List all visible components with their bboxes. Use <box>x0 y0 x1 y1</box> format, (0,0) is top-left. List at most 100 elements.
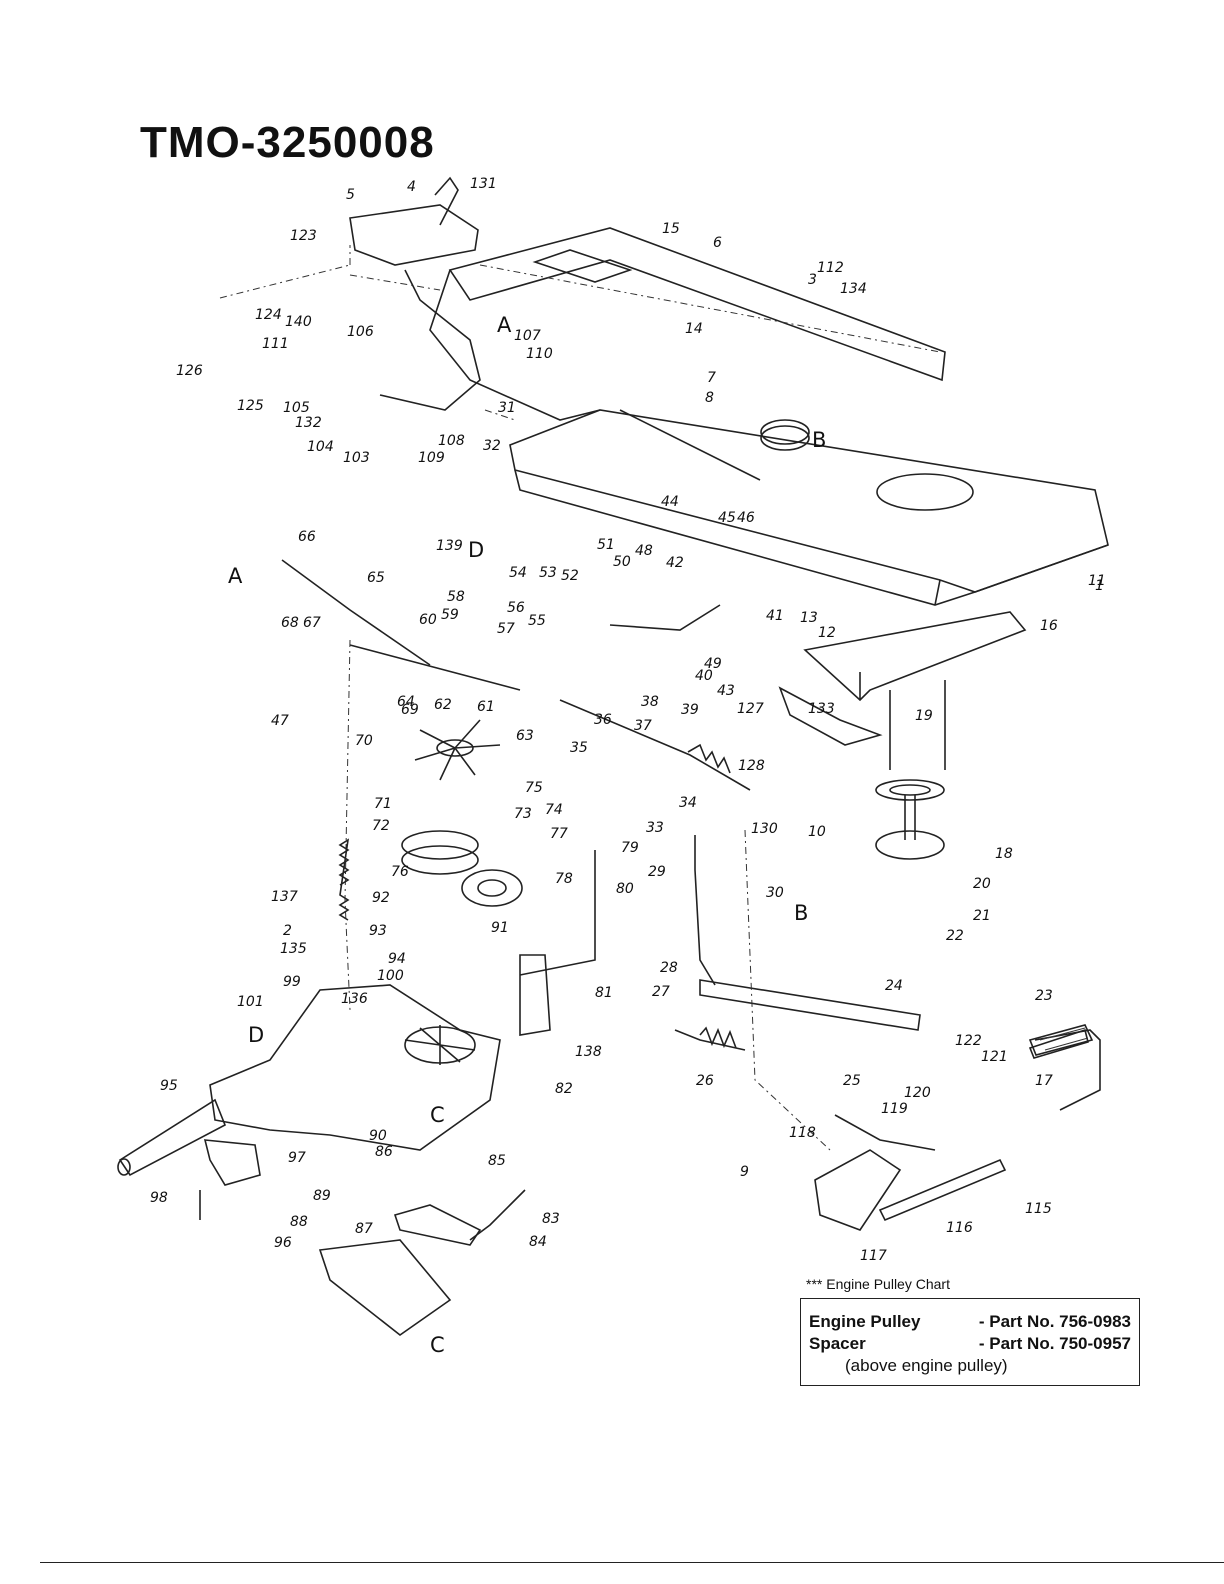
ref-letter-c: C <box>430 1103 445 1127</box>
pulley-chart-row: Spacer - Part No. 750-0957 <box>809 1333 1131 1355</box>
part-callout-24: 24 <box>885 978 903 994</box>
part-callout-65: 65 <box>367 570 385 586</box>
part-callout-136: 136 <box>341 991 368 1007</box>
part-callout-96: 96 <box>274 1235 292 1251</box>
part-callout-7: 7 <box>707 370 716 386</box>
part-callout-104: 104 <box>307 439 334 455</box>
part-callout-135: 135 <box>280 941 307 957</box>
part-callout-42: 42 <box>666 555 684 571</box>
part-callout-137: 137 <box>271 889 298 905</box>
part-callout-120: 120 <box>904 1085 931 1101</box>
part-callout-69: 69 <box>401 702 419 718</box>
part-callout-121: 121 <box>981 1049 1008 1065</box>
part-callout-132: 132 <box>295 415 322 431</box>
part-callout-23: 23 <box>1035 988 1053 1004</box>
part-callout-56: 56 <box>507 600 525 616</box>
part-callout-117: 117 <box>860 1248 887 1264</box>
part-callout-6: 6 <box>713 235 722 251</box>
part-callout-25: 25 <box>843 1073 861 1089</box>
pulleys <box>401 419 946 907</box>
part-callout-51: 51 <box>597 537 615 553</box>
part-callout-134: 134 <box>840 281 867 297</box>
part-callout-70: 70 <box>355 733 373 749</box>
part-callout-85: 85 <box>488 1153 506 1169</box>
part-callout-15: 15 <box>662 221 680 237</box>
pedal <box>1028 1024 1094 1056</box>
part-callout-71: 71 <box>374 796 392 812</box>
pulley-chart-note: (above engine pulley) <box>845 1356 1008 1375</box>
part-callout-82: 82 <box>555 1081 573 1097</box>
part-callout-105: 105 <box>283 400 310 416</box>
part-callout-81: 81 <box>595 985 613 1001</box>
part-callout-100: 100 <box>377 968 404 984</box>
part-callout-90: 90 <box>369 1128 387 1144</box>
part-callout-34: 34 <box>679 795 697 811</box>
part-callout-93: 93 <box>369 923 387 939</box>
part-callout-106: 106 <box>347 324 374 340</box>
pulley-chart-caption: *** Engine Pulley Chart <box>806 1276 950 1292</box>
frame-assembly <box>219 227 1109 702</box>
part-callout-119: 119 <box>881 1101 908 1117</box>
pulley-chart-item: Spacer <box>809 1334 866 1353</box>
part-callout-112: 112 <box>817 260 844 276</box>
part-callout-62: 62 <box>434 697 452 713</box>
part-callout-76: 76 <box>391 864 409 880</box>
part-callout-115: 115 <box>1025 1201 1052 1217</box>
part-callout-13: 13 <box>800 610 818 626</box>
part-callout-47: 47 <box>271 713 289 729</box>
part-callout-22: 22 <box>946 928 964 944</box>
part-callout-33: 33 <box>646 820 664 836</box>
upper-cover <box>349 176 481 411</box>
part-callout-101: 101 <box>237 994 264 1010</box>
part-callout-14: 14 <box>685 321 703 337</box>
part-callout-40: 40 <box>695 668 713 684</box>
part-callout-109: 109 <box>418 450 445 466</box>
part-callout-52: 52 <box>561 568 579 584</box>
part-callout-43: 43 <box>717 683 735 699</box>
part-callout-30: 30 <box>766 885 784 901</box>
part-callout-130: 130 <box>751 821 778 837</box>
part-callout-58: 58 <box>447 589 465 605</box>
part-callout-32: 32 <box>483 438 501 454</box>
part-callout-75: 75 <box>525 780 543 796</box>
part-callout-54: 54 <box>509 565 527 581</box>
part-callout-60: 60 <box>419 612 437 628</box>
ref-letter-a-2: A <box>497 313 512 337</box>
part-callout-107: 107 <box>514 328 541 344</box>
part-callout-38: 38 <box>641 694 659 710</box>
part-callout-4: 4 <box>407 179 416 195</box>
part-callout-9: 9 <box>740 1164 749 1180</box>
part-callout-41: 41 <box>766 608 784 624</box>
ref-letter-b-2: B <box>794 901 808 925</box>
part-callout-128: 128 <box>738 758 765 774</box>
part-callout-123: 123 <box>290 228 317 244</box>
part-callout-12: 12 <box>818 625 836 641</box>
part-callout-16: 16 <box>1040 618 1058 634</box>
part-callout-111: 111 <box>262 336 289 352</box>
pulley-chart-part: - Part No. 750-0957 <box>978 1334 1131 1353</box>
part-callout-99: 99 <box>283 974 301 990</box>
pulley-chart-item: Engine Pulley <box>809 1312 921 1331</box>
part-callout-68: 68 <box>281 615 299 631</box>
part-callout-124: 124 <box>255 307 282 323</box>
part-callout-77: 77 <box>550 826 568 842</box>
part-callout-127: 127 <box>737 701 764 717</box>
part-callout-91: 91 <box>491 920 509 936</box>
part-callout-103: 103 <box>343 450 370 466</box>
ref-letter-c-2: C <box>430 1333 445 1357</box>
part-callout-125: 125 <box>237 398 264 414</box>
part-callout-8: 8 <box>705 390 714 406</box>
pulley-chart-row: Engine Pulley - Part No. 756-0983 <box>809 1311 1131 1333</box>
part-callout-89: 89 <box>313 1188 331 1204</box>
part-callout-44: 44 <box>661 494 679 510</box>
ref-letter-d-2: D <box>248 1023 264 1047</box>
part-callout-26: 26 <box>696 1073 714 1089</box>
part-callout-110: 110 <box>526 346 553 362</box>
part-callout-92: 92 <box>372 890 390 906</box>
part-callout-66: 66 <box>298 529 316 545</box>
part-callout-27: 27 <box>652 984 670 1000</box>
linkage-rods <box>281 409 1101 1231</box>
part-callout-20: 20 <box>973 876 991 892</box>
part-callout-67: 67 <box>303 615 321 631</box>
